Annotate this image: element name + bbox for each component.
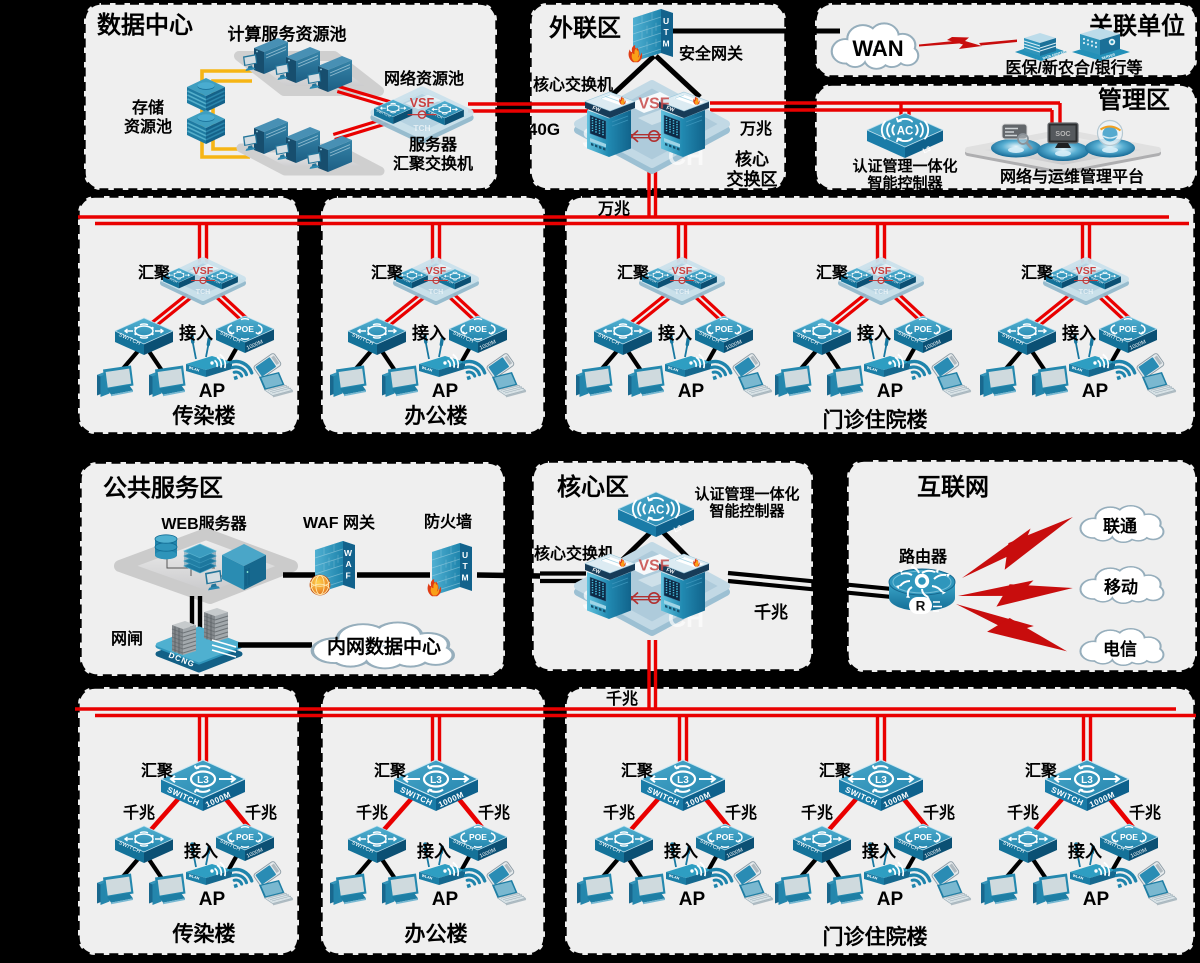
svg-text:数据中心: 数据中心 xyxy=(97,12,193,39)
svg-text:千兆: 千兆 xyxy=(923,804,955,822)
svg-text:核心交换机: 核心交换机 xyxy=(533,75,613,94)
svg-text:防火墙: 防火墙 xyxy=(424,512,472,531)
svg-text:汇聚: 汇聚 xyxy=(374,762,407,780)
svg-text:外联区: 外联区 xyxy=(549,14,621,42)
svg-text:千兆: 千兆 xyxy=(478,804,510,822)
svg-text:接入: 接入 xyxy=(1062,323,1096,343)
svg-text:千兆: 千兆 xyxy=(1129,804,1161,822)
svg-text:千兆: 千兆 xyxy=(725,804,757,822)
svg-text:安全网关: 安全网关 xyxy=(679,44,743,63)
svg-text:服务器: 服务器 xyxy=(409,135,458,154)
svg-text:移动: 移动 xyxy=(1104,577,1138,597)
svg-text:汇聚: 汇聚 xyxy=(1021,264,1054,282)
svg-text:汇聚: 汇聚 xyxy=(816,264,849,282)
svg-text:万兆: 万兆 xyxy=(739,120,772,138)
svg-text:AP: AP xyxy=(877,381,904,402)
svg-text:千兆: 千兆 xyxy=(606,690,638,708)
svg-text:核心区: 核心区 xyxy=(557,473,629,501)
svg-text:40G: 40G xyxy=(528,120,560,139)
svg-text:汇聚: 汇聚 xyxy=(138,264,171,282)
svg-text:办公楼: 办公楼 xyxy=(405,923,468,946)
svg-text:门诊住院楼: 门诊住院楼 xyxy=(823,408,928,432)
svg-text:AP: AP xyxy=(679,889,706,910)
svg-text:WAF 网关: WAF 网关 xyxy=(303,513,375,532)
svg-text:门诊住院楼: 门诊住院楼 xyxy=(823,925,928,949)
svg-text:计算服务资源池: 计算服务资源池 xyxy=(228,24,347,44)
svg-text:接入: 接入 xyxy=(184,841,218,861)
svg-text:AP: AP xyxy=(1083,889,1110,910)
svg-text:千兆: 千兆 xyxy=(603,804,635,822)
svg-text:认证管理一体化: 认证管理一体化 xyxy=(694,485,799,503)
svg-text:网络资源池: 网络资源池 xyxy=(384,69,464,88)
svg-text:接入: 接入 xyxy=(179,323,213,343)
svg-text:AP: AP xyxy=(1082,381,1109,402)
svg-text:互联网: 互联网 xyxy=(917,474,989,501)
svg-text:接入: 接入 xyxy=(862,841,896,861)
svg-text:联通: 联通 xyxy=(1103,517,1137,536)
svg-text:WAN: WAN xyxy=(852,36,903,61)
svg-text:交换区: 交换区 xyxy=(727,169,778,189)
svg-text:AP: AP xyxy=(432,889,459,910)
svg-text:万兆: 万兆 xyxy=(597,200,630,218)
svg-text:汇聚: 汇聚 xyxy=(1025,762,1058,780)
svg-text:汇聚: 汇聚 xyxy=(621,762,654,780)
svg-text:路由器: 路由器 xyxy=(899,547,948,566)
svg-text:汇聚: 汇聚 xyxy=(141,762,174,780)
svg-text:认证管理一体化: 认证管理一体化 xyxy=(852,157,957,175)
svg-text:汇聚交换机: 汇聚交换机 xyxy=(393,154,473,173)
svg-text:存储: 存储 xyxy=(132,98,164,117)
svg-text:AP: AP xyxy=(199,381,226,402)
svg-text:公共服务区: 公共服务区 xyxy=(103,474,223,502)
svg-text:传染楼: 传染楼 xyxy=(172,405,236,428)
svg-text:资源池: 资源池 xyxy=(124,117,172,136)
svg-text:接入: 接入 xyxy=(1068,841,1102,861)
svg-text:WEB服务器: WEB服务器 xyxy=(161,514,247,533)
svg-text:AP: AP xyxy=(199,889,226,910)
svg-text:千兆: 千兆 xyxy=(123,804,155,822)
svg-text:内网数据中心: 内网数据中心 xyxy=(327,635,441,658)
svg-text:千兆: 千兆 xyxy=(245,804,277,822)
svg-text:千兆: 千兆 xyxy=(754,603,788,622)
svg-text:核心: 核心 xyxy=(735,149,769,169)
svg-text:智能控制器: 智能控制器 xyxy=(867,174,943,192)
svg-text:传染楼: 传染楼 xyxy=(172,923,236,946)
svg-text:AP: AP xyxy=(432,381,459,402)
svg-text:汇聚: 汇聚 xyxy=(819,762,852,780)
svg-text:接入: 接入 xyxy=(664,841,698,861)
svg-text:电信: 电信 xyxy=(1103,639,1137,659)
svg-text:接入: 接入 xyxy=(417,841,451,861)
svg-text:AP: AP xyxy=(877,889,904,910)
svg-text:网络与运维管理平台: 网络与运维管理平台 xyxy=(1000,167,1144,186)
svg-text:管理区: 管理区 xyxy=(1098,86,1170,114)
svg-text:汇聚: 汇聚 xyxy=(617,264,650,282)
svg-text:千兆: 千兆 xyxy=(356,804,388,822)
svg-text:接入: 接入 xyxy=(658,323,692,343)
svg-text:网闸: 网闸 xyxy=(111,629,143,648)
svg-text:医保/新农合/银行等: 医保/新农合/银行等 xyxy=(1006,58,1143,77)
svg-text:千兆: 千兆 xyxy=(801,804,833,822)
svg-text:汇聚: 汇聚 xyxy=(371,264,404,282)
svg-text:办公楼: 办公楼 xyxy=(405,405,468,428)
svg-text:智能控制器: 智能控制器 xyxy=(709,502,785,520)
svg-text:AP: AP xyxy=(678,381,705,402)
svg-text:核心交换机: 核心交换机 xyxy=(534,544,614,563)
svg-text:千兆: 千兆 xyxy=(1007,804,1039,822)
svg-text:接入: 接入 xyxy=(857,323,891,343)
svg-text:接入: 接入 xyxy=(412,323,446,343)
